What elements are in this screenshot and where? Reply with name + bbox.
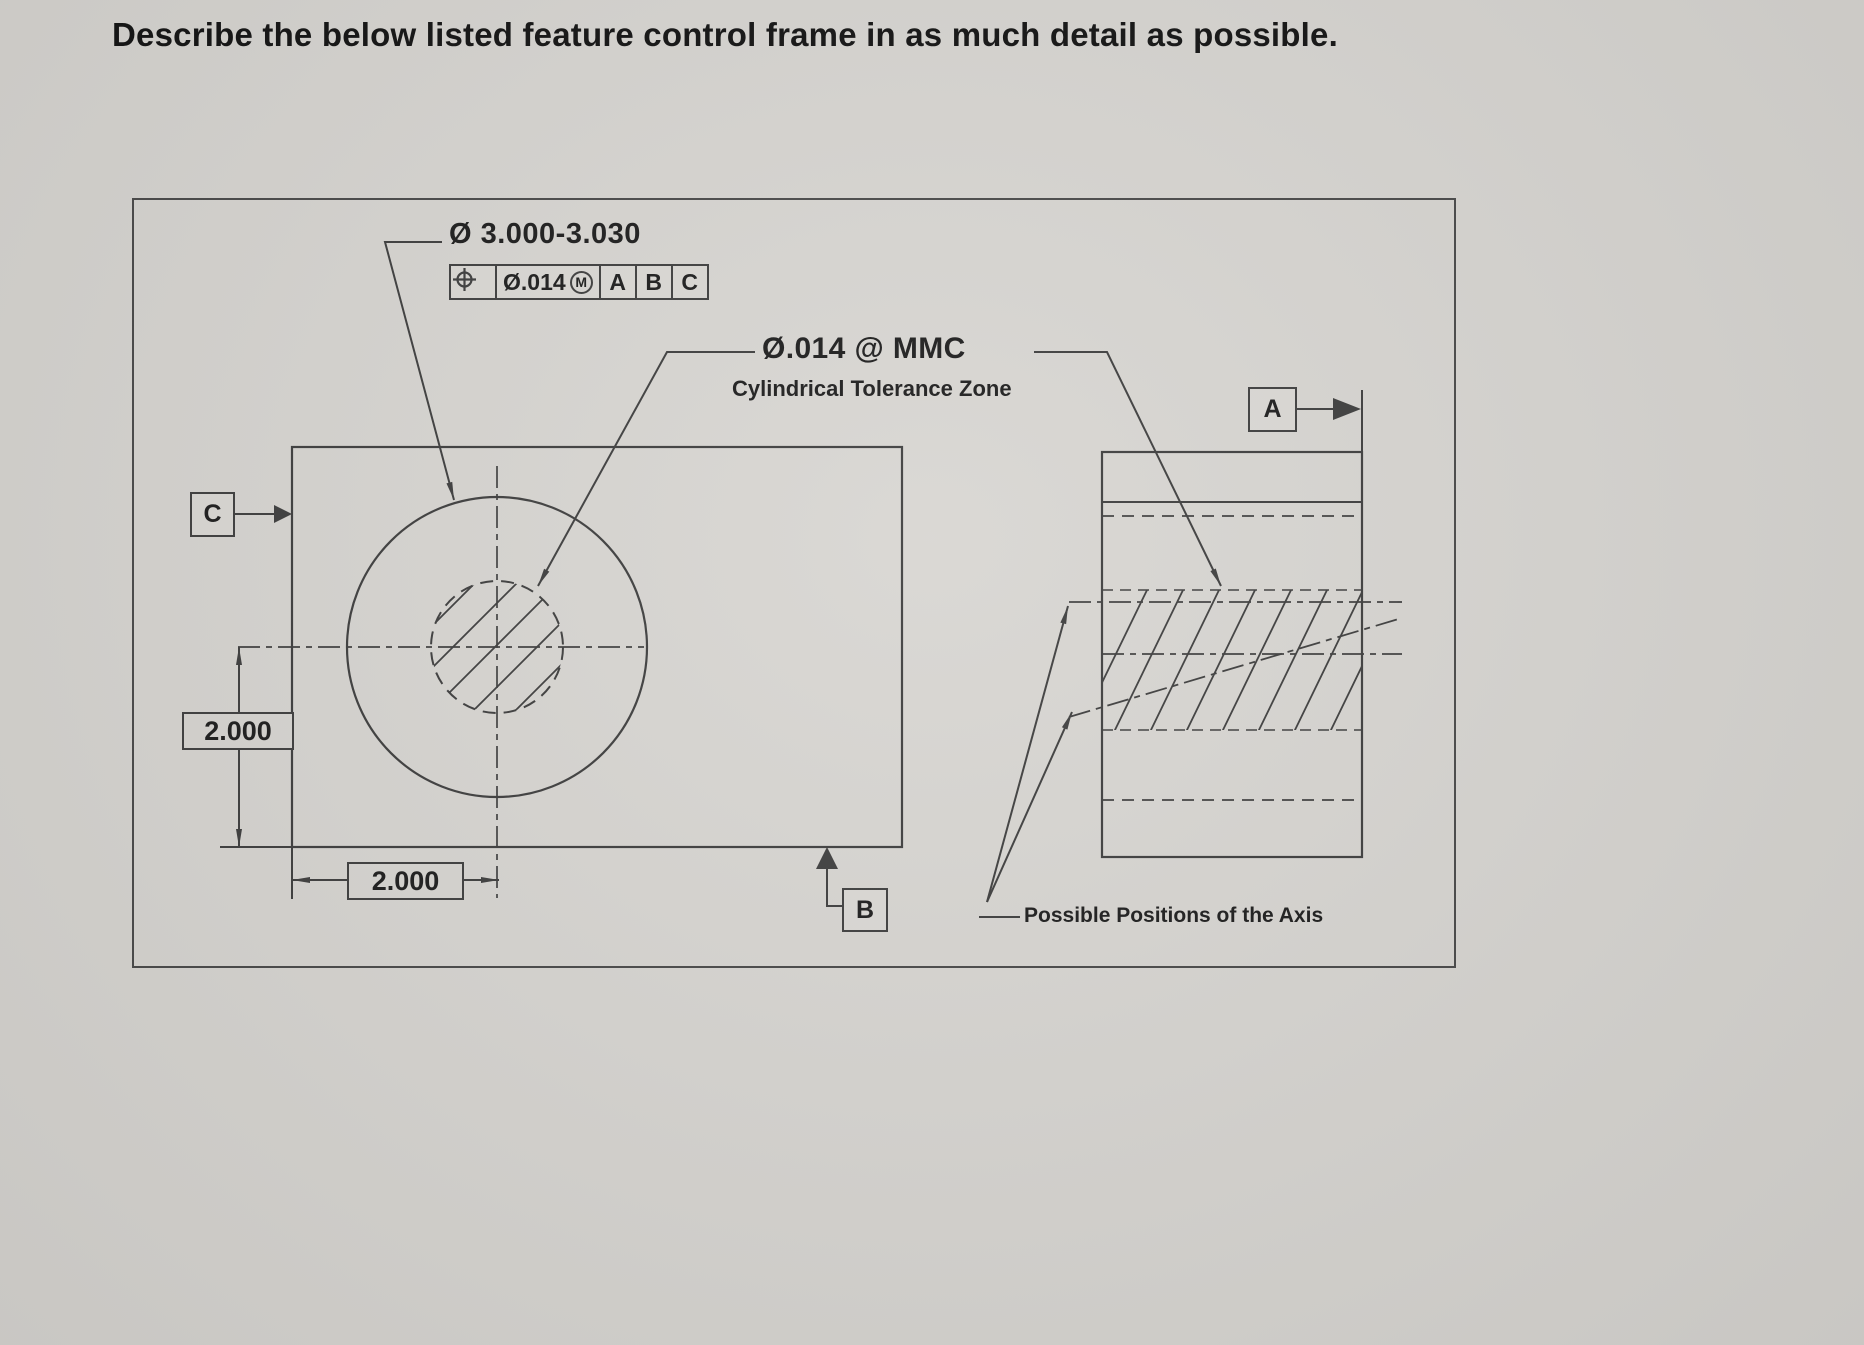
zone-leader-right — [1034, 351, 1222, 587]
position-symbol-icon — [451, 266, 495, 298]
axis-positions-label: Possible Positions of the Axis — [1024, 904, 1324, 927]
datum-c-attachment — [235, 505, 292, 523]
page-title: Describe the below listed feature contro… — [112, 16, 1338, 53]
technical-drawing — [220, 241, 1403, 918]
leader-lines — [383, 241, 1222, 587]
datum-b-attachment — [816, 847, 842, 907]
datum-b-triangle — [816, 847, 838, 869]
hole-size-callout: Ø 3.000-3.030 — [449, 218, 641, 250]
tolerance-mmc-label: Ø.014 @ MMC — [762, 332, 966, 365]
axis-position-lines — [1068, 601, 1403, 718]
size-callout-leader — [383, 241, 455, 501]
fcf-tolerance-value: Ø.014 — [503, 268, 566, 295]
centerlines — [238, 466, 644, 898]
mmc-modifier-letter: M — [575, 274, 587, 290]
datum-c-triangle — [274, 505, 292, 523]
axis-position-tilted — [1068, 617, 1403, 718]
horizontal-dimension-value: 2.000 — [347, 862, 464, 900]
fcf-datum-c: C — [670, 266, 707, 298]
axis-pointer-arrows — [979, 605, 1073, 918]
fcf-datum-a: A — [598, 266, 635, 298]
tolerance-zone-hatch — [431, 581, 563, 713]
feature-control-frame: Ø.014 M A B C — [449, 264, 709, 300]
datum-a-flag: A — [1248, 387, 1297, 432]
drawing-frame: Ø 3.000-3.030 Ø.014 M A B C Ø.014 @ MMC … — [132, 198, 1456, 968]
cylindrical-tolerance-zone-label: Cylindrical Tolerance Zone — [732, 376, 1012, 401]
datum-b-flag: B — [842, 888, 888, 932]
datum-a-triangle — [1333, 398, 1361, 420]
side-view-hatch — [1103, 590, 1361, 730]
front-view — [290, 445, 904, 849]
vertical-dimension-value: 2.000 — [182, 712, 294, 750]
datum-a-attachment — [1297, 390, 1363, 452]
fcf-tolerance-cell: Ø.014 M — [495, 266, 599, 298]
datum-c-flag: C — [190, 492, 235, 537]
fcf-datum-b: B — [634, 266, 671, 298]
mmc-modifier-icon: M — [569, 270, 593, 294]
front-view-outline — [290, 445, 904, 849]
zone-leader-left — [537, 351, 755, 587]
